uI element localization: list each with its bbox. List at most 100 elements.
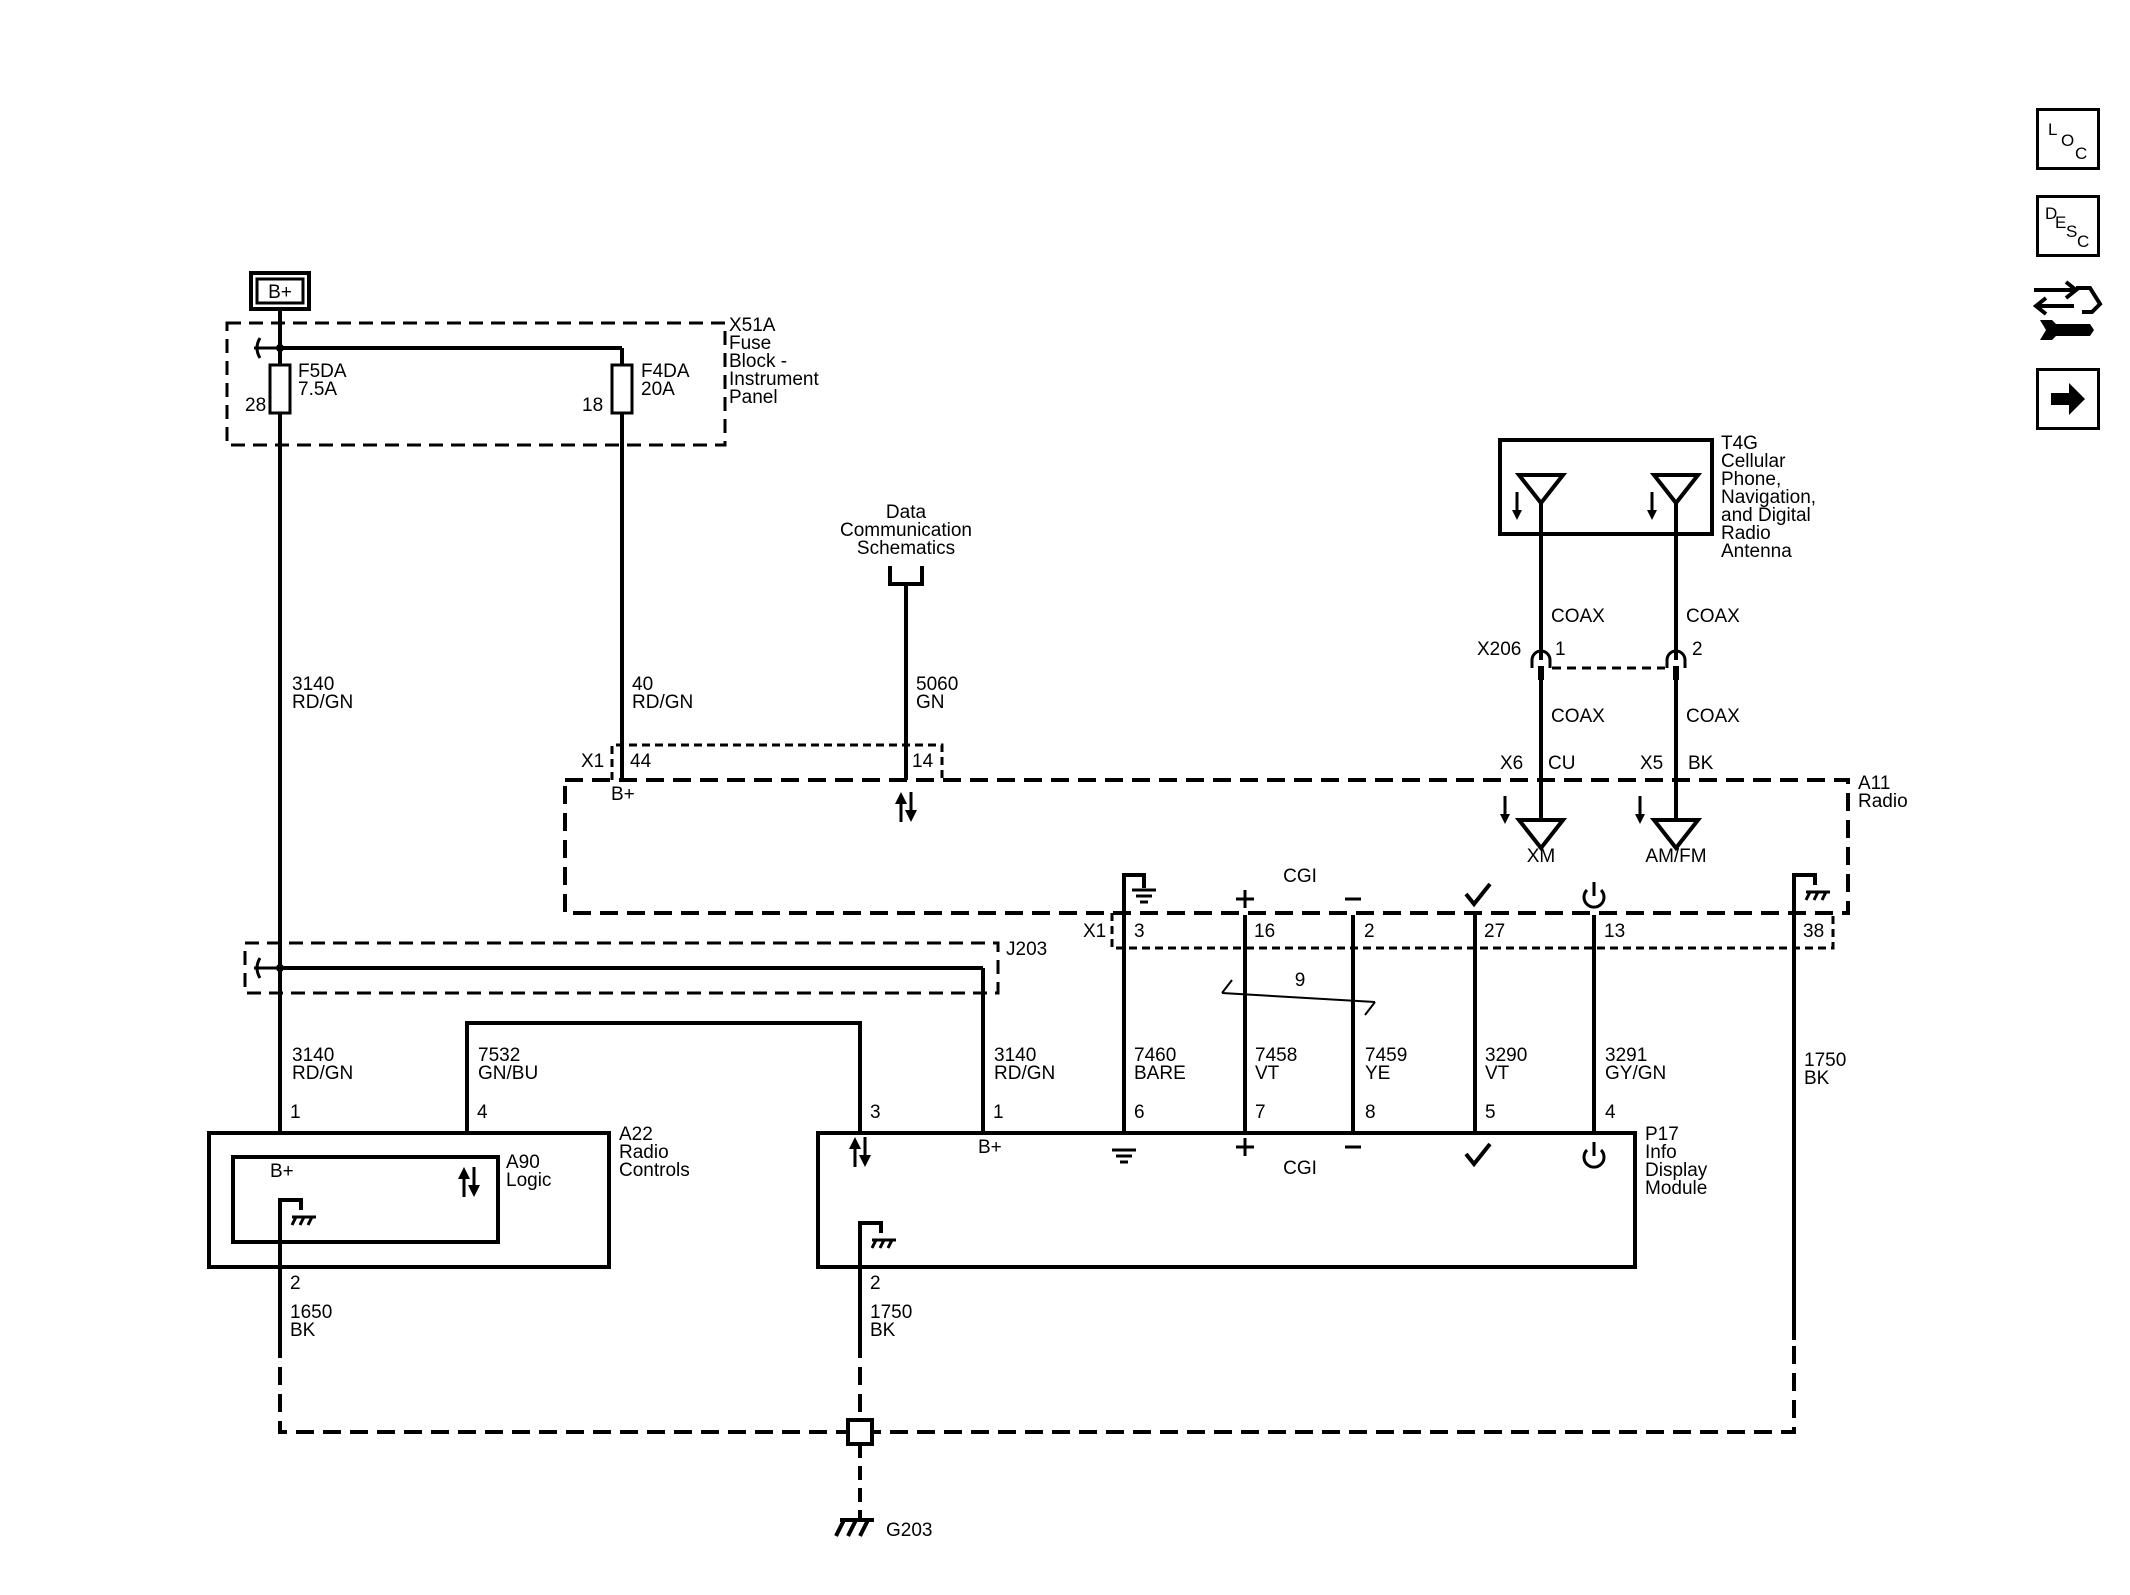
radio-x1-top-label: X1	[581, 751, 604, 772]
coax2-top-label: COAX	[1686, 606, 1740, 627]
coax1-top-label: COAX	[1551, 606, 1605, 627]
radio-controls-pin-4: 4	[477, 1102, 488, 1123]
wire-1750-right-number: 1750	[1804, 1050, 1846, 1071]
twisted-pair-marker	[1221, 992, 1376, 1003]
radio-pin-27: 27	[1484, 921, 1505, 942]
ground-splice	[846, 1418, 874, 1446]
wire-3290-color: VT	[1485, 1063, 1510, 1084]
radio-pin-14: 14	[912, 751, 934, 772]
wire-1750-mid-color: BK	[870, 1320, 896, 1341]
radio-x1-bottom-connector	[1110, 913, 1835, 950]
radio-controls-bplus: B+	[270, 1161, 294, 1182]
radio-bplus-label: B+	[611, 784, 635, 805]
wire-7458-color: VT	[1255, 1063, 1280, 1084]
radio-controls-pin-1: 1	[290, 1102, 301, 1123]
wire-1650-number: 1650	[290, 1302, 332, 1323]
radio-x1-bottom-label: X1	[1083, 921, 1106, 942]
wire-7532-number: 7532	[478, 1045, 520, 1066]
wire-3291-number: 3291	[1605, 1045, 1647, 1066]
wire-3140-right-number: 3140	[994, 1045, 1036, 1066]
radio-controls-desc-1: Radio	[619, 1142, 669, 1163]
fuse-block-desc-2: Block -	[729, 351, 787, 372]
connector-repair-glyph	[2032, 280, 2103, 340]
coax2-bottom-label: COAX	[1686, 706, 1740, 727]
location-button[interactable]: L O C	[2036, 108, 2100, 170]
description-letter-s: S	[2066, 222, 2078, 241]
radio-controls-outline	[207, 1131, 611, 1269]
ground-g203-symbol	[834, 1518, 874, 1537]
wire-1650-color: BK	[290, 1320, 316, 1341]
display-pin-5: 5	[1485, 1102, 1496, 1123]
display-module-id: P17	[1645, 1124, 1679, 1145]
radio-controls-pin-2: 2	[290, 1273, 301, 1294]
data-comm-reference-bracket	[888, 566, 924, 586]
next-page-button[interactable]	[2036, 368, 2100, 430]
radio-x6-pin: CU	[1548, 753, 1575, 774]
wire-3140-left-color: RD/GN	[292, 1063, 353, 1084]
radio-controls-desc-2: Controls	[619, 1160, 690, 1181]
display-pin-3: 3	[870, 1102, 881, 1123]
fuse-f5da-rating: 7.5A	[298, 379, 337, 400]
radio-pin-3: 3	[1134, 921, 1145, 942]
data-comm-label-3: Schematics	[857, 538, 955, 559]
fuse-f4da-symbol	[610, 363, 634, 415]
fuse-f4da-name: F4DA	[641, 361, 690, 382]
ground-g203-id: G203	[886, 1520, 932, 1541]
twisted-pair-label: 9	[1295, 970, 1306, 991]
antenna-desc-1: Cellular	[1721, 451, 1786, 472]
description-letter-c: C	[2077, 232, 2090, 251]
description-letter-d: D	[2045, 204, 2058, 223]
connector-repair-icon[interactable]	[2030, 278, 2106, 350]
wire-7460-color: BARE	[1134, 1063, 1186, 1084]
display-module-desc-2: Display	[1645, 1160, 1708, 1181]
display-pin-6: 6	[1134, 1102, 1145, 1123]
antenna-desc-4: and Digital	[1721, 505, 1811, 526]
radio-x5-connector: X5	[1640, 753, 1663, 774]
antenna-desc-6: Antenna	[1721, 541, 1792, 562]
wire-5060-number: 5060	[916, 674, 958, 695]
antenna-outline	[1498, 438, 1714, 536]
radio-pin-38: 38	[1803, 921, 1824, 942]
display-pin-2: 2	[870, 1273, 881, 1294]
wire-3290-number: 3290	[1485, 1045, 1527, 1066]
fuse-block-desc-4: Panel	[729, 387, 778, 408]
fuse-block-id: X51A	[729, 315, 776, 336]
arrow-right-icon	[2051, 383, 2085, 415]
logic-module-desc: Logic	[506, 1170, 551, 1191]
fuse-block-desc-1: Fuse	[729, 333, 771, 354]
power-label: B+	[268, 282, 292, 303]
fuse-f4da-rating: 20A	[641, 379, 675, 400]
fuse-block-outline	[225, 321, 727, 447]
x206-pin-1: 1	[1555, 639, 1566, 660]
wire-7458-number: 7458	[1255, 1045, 1297, 1066]
splice-j203-id: J203	[1006, 939, 1047, 960]
display-pin-8: 8	[1365, 1102, 1376, 1123]
wire-1750-mid-number: 1750	[870, 1302, 912, 1323]
wire-3140-top-number: 3140	[292, 674, 334, 695]
ground-network	[278, 1340, 1796, 1434]
display-module-outline	[816, 1131, 1637, 1269]
x206-id: X206	[1477, 639, 1521, 660]
radio-x1-top-connector	[610, 743, 944, 780]
display-cgi-label: CGI	[1283, 1158, 1317, 1179]
radio-pin-13: 13	[1604, 921, 1625, 942]
wire-1750-right-color: BK	[1804, 1068, 1830, 1089]
data-comm-label-2: Communication	[840, 520, 972, 541]
radio-x5-pin: BK	[1688, 753, 1714, 774]
display-pin-1: 1	[993, 1102, 1004, 1123]
display-module-desc-1: Info	[1645, 1142, 1677, 1163]
wire-3140-right-color: RD/GN	[994, 1063, 1055, 1084]
logic-module-outline	[231, 1155, 500, 1244]
description-button[interactable]: D E S C	[2036, 195, 2100, 257]
wire-3140-left-number: 3140	[292, 1045, 334, 1066]
display-module-desc-3: Module	[1645, 1178, 1707, 1199]
radio-cgi-label: CGI	[1283, 866, 1317, 887]
location-letter-l: L	[2048, 120, 2058, 139]
location-letter-c: C	[2075, 144, 2088, 163]
wire-7459-color: YE	[1365, 1063, 1390, 1084]
x206-pin-2: 2	[1692, 639, 1703, 660]
location-letter-o: O	[2061, 131, 2075, 150]
data-comm-label-1: Data	[886, 502, 927, 523]
coax1-bottom-label: COAX	[1551, 706, 1605, 727]
